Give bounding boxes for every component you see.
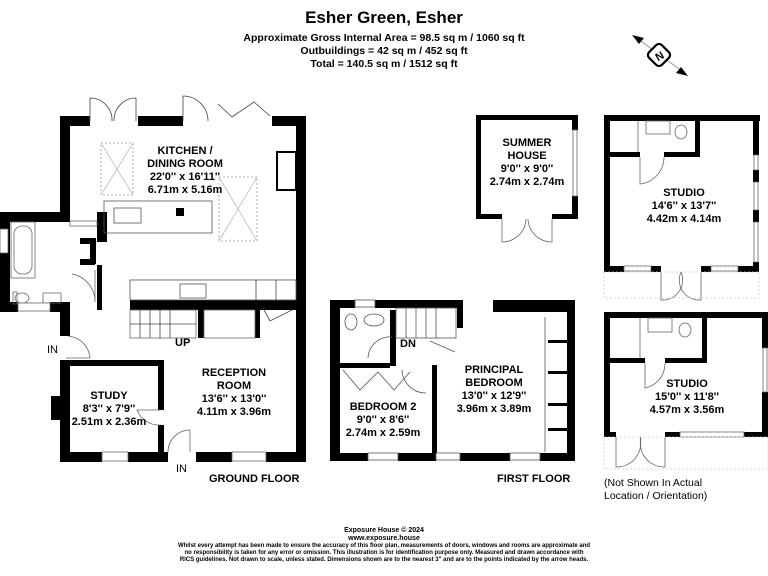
room-dimensions-imperial: 9'0'' x 8'6'' bbox=[356, 414, 410, 426]
room-name: SUMMER bbox=[502, 137, 552, 149]
room-dimensions-metric: 2.74m x 2.74m bbox=[489, 176, 565, 188]
north-compass-icon: N bbox=[632, 35, 688, 76]
note-line-1: (Not Shown In Actual bbox=[604, 477, 703, 489]
room-label-studio-2: STUDIO 15'0'' x 11'8'' 4.57m x 3.56m bbox=[650, 378, 725, 417]
note-line-2: Location / Orientation) bbox=[604, 490, 708, 502]
room-dimensions-metric: 3.96m x 3.89m bbox=[456, 403, 532, 415]
total-area: Total = 140.5 sq m / 1512 sq ft bbox=[310, 58, 458, 70]
room-label-bedroom-2: BEDROOM 2 9'0'' x 8'6'' 2.74m x 2.59m bbox=[346, 401, 421, 440]
room-dimensions-imperial: 15'0'' x 11'8'' bbox=[654, 391, 720, 403]
room-name: BEDROOM 2 bbox=[349, 401, 417, 413]
room-dimensions-imperial: 8'3'' x 7'9'' bbox=[82, 403, 136, 415]
room-name: STUDY bbox=[90, 390, 128, 402]
first-floor-fixtures bbox=[342, 299, 546, 461]
gross-internal-area: Approximate Gross Internal Area = 98.5 s… bbox=[243, 32, 525, 44]
plan-title: Esher Green, Esher bbox=[305, 8, 463, 27]
copyright-text: Exposure House © 2024 bbox=[344, 527, 424, 534]
entrance-label-front: IN bbox=[176, 463, 187, 475]
outbuildings-area: Outbuildings = 42 sq m / 452 sq ft bbox=[300, 45, 468, 57]
website-text: www.exposure.house bbox=[348, 535, 420, 542]
room-name-line2: DINING ROOM bbox=[147, 158, 223, 170]
ground-floor-label: GROUND FLOOR bbox=[209, 473, 300, 485]
room-name: STUDIO bbox=[666, 378, 708, 390]
disclaimer-text: Whilst every attempt has been made to en… bbox=[0, 543, 768, 565]
room-label-reception: RECEPTION ROOM 13'6'' x 13'0'' 4.11m x 3… bbox=[197, 367, 271, 419]
room-dimensions-metric: 2.51m x 2.36m bbox=[71, 416, 147, 428]
room-name-line2: BEDROOM bbox=[465, 377, 523, 389]
outbuilding-location-note: (Not Shown In Actual Location / Orientat… bbox=[604, 477, 707, 503]
room-dimensions-imperial: 13'0'' x 12'9'' bbox=[461, 390, 527, 402]
room-name-line2: ROOM bbox=[216, 380, 252, 392]
first-floor-plan bbox=[330, 300, 575, 461]
first-floor-label: FIRST FLOOR bbox=[497, 473, 571, 485]
room-label-studio-1: STUDIO 14'6'' x 13'7'' 4.42m x 4.14m bbox=[647, 187, 722, 226]
room-dimensions-metric: 6.71m x 5.16m bbox=[147, 184, 223, 196]
room-dimensions-metric: 4.42m x 4.14m bbox=[646, 213, 722, 225]
room-dimensions-imperial: 9'0'' x 9'0'' bbox=[500, 163, 554, 175]
room-label-study: STUDY 8'3'' x 7'9'' 2.51m x 2.36m bbox=[72, 390, 147, 429]
room-name-line2: HOUSE bbox=[507, 150, 547, 162]
room-dimensions-imperial: 13'6'' x 13'0'' bbox=[201, 393, 267, 405]
room-dimensions-metric: 4.11m x 3.96m bbox=[196, 406, 272, 418]
room-label-summer-house: SUMMER HOUSE 9'0'' x 9'0'' 2.74m x 2.74m bbox=[490, 137, 565, 189]
room-name: PRINCIPAL bbox=[464, 364, 524, 376]
disclaimer-line-2: no responsibility is taken for any error… bbox=[184, 550, 584, 557]
room-name: RECEPTION bbox=[201, 367, 267, 379]
room-dimensions-imperial: 22'0'' x 16'11'' bbox=[149, 171, 221, 183]
room-name: KITCHEN / bbox=[157, 145, 213, 157]
ground-floor-fixtures bbox=[0, 95, 297, 462]
stairs-down-label: DN bbox=[400, 338, 416, 350]
disclaimer-line-1: Whilst every attempt has been made to en… bbox=[177, 543, 591, 549]
studio-1-plan bbox=[603, 115, 760, 301]
ground-floor-plan bbox=[0, 116, 306, 462]
summer-house-plan bbox=[476, 115, 578, 243]
entrance-label-side: IN bbox=[47, 344, 58, 356]
room-name: STUDIO bbox=[663, 187, 705, 199]
island-hob-marker bbox=[176, 208, 184, 216]
room-dimensions-metric: 2.74m x 2.59m bbox=[345, 427, 421, 439]
room-dimensions-metric: 4.57m x 3.56m bbox=[649, 404, 725, 416]
room-label-principal-bedroom: PRINCIPAL BEDROOM 13'0'' x 12'9'' 3.96m … bbox=[457, 364, 532, 416]
studio-2-plan bbox=[603, 312, 768, 470]
stairs-up-label: UP bbox=[175, 337, 191, 349]
wardrobe-dividers bbox=[548, 340, 568, 431]
room-dimensions-imperial: 14'6'' x 13'7'' bbox=[651, 200, 717, 212]
disclaimer-line-3: RICS guidelines. Not drawn to scale, unl… bbox=[179, 557, 589, 564]
room-label-kitchen-dining: KITCHEN / DINING ROOM 22'0'' x 16'11'' 6… bbox=[147, 145, 223, 197]
